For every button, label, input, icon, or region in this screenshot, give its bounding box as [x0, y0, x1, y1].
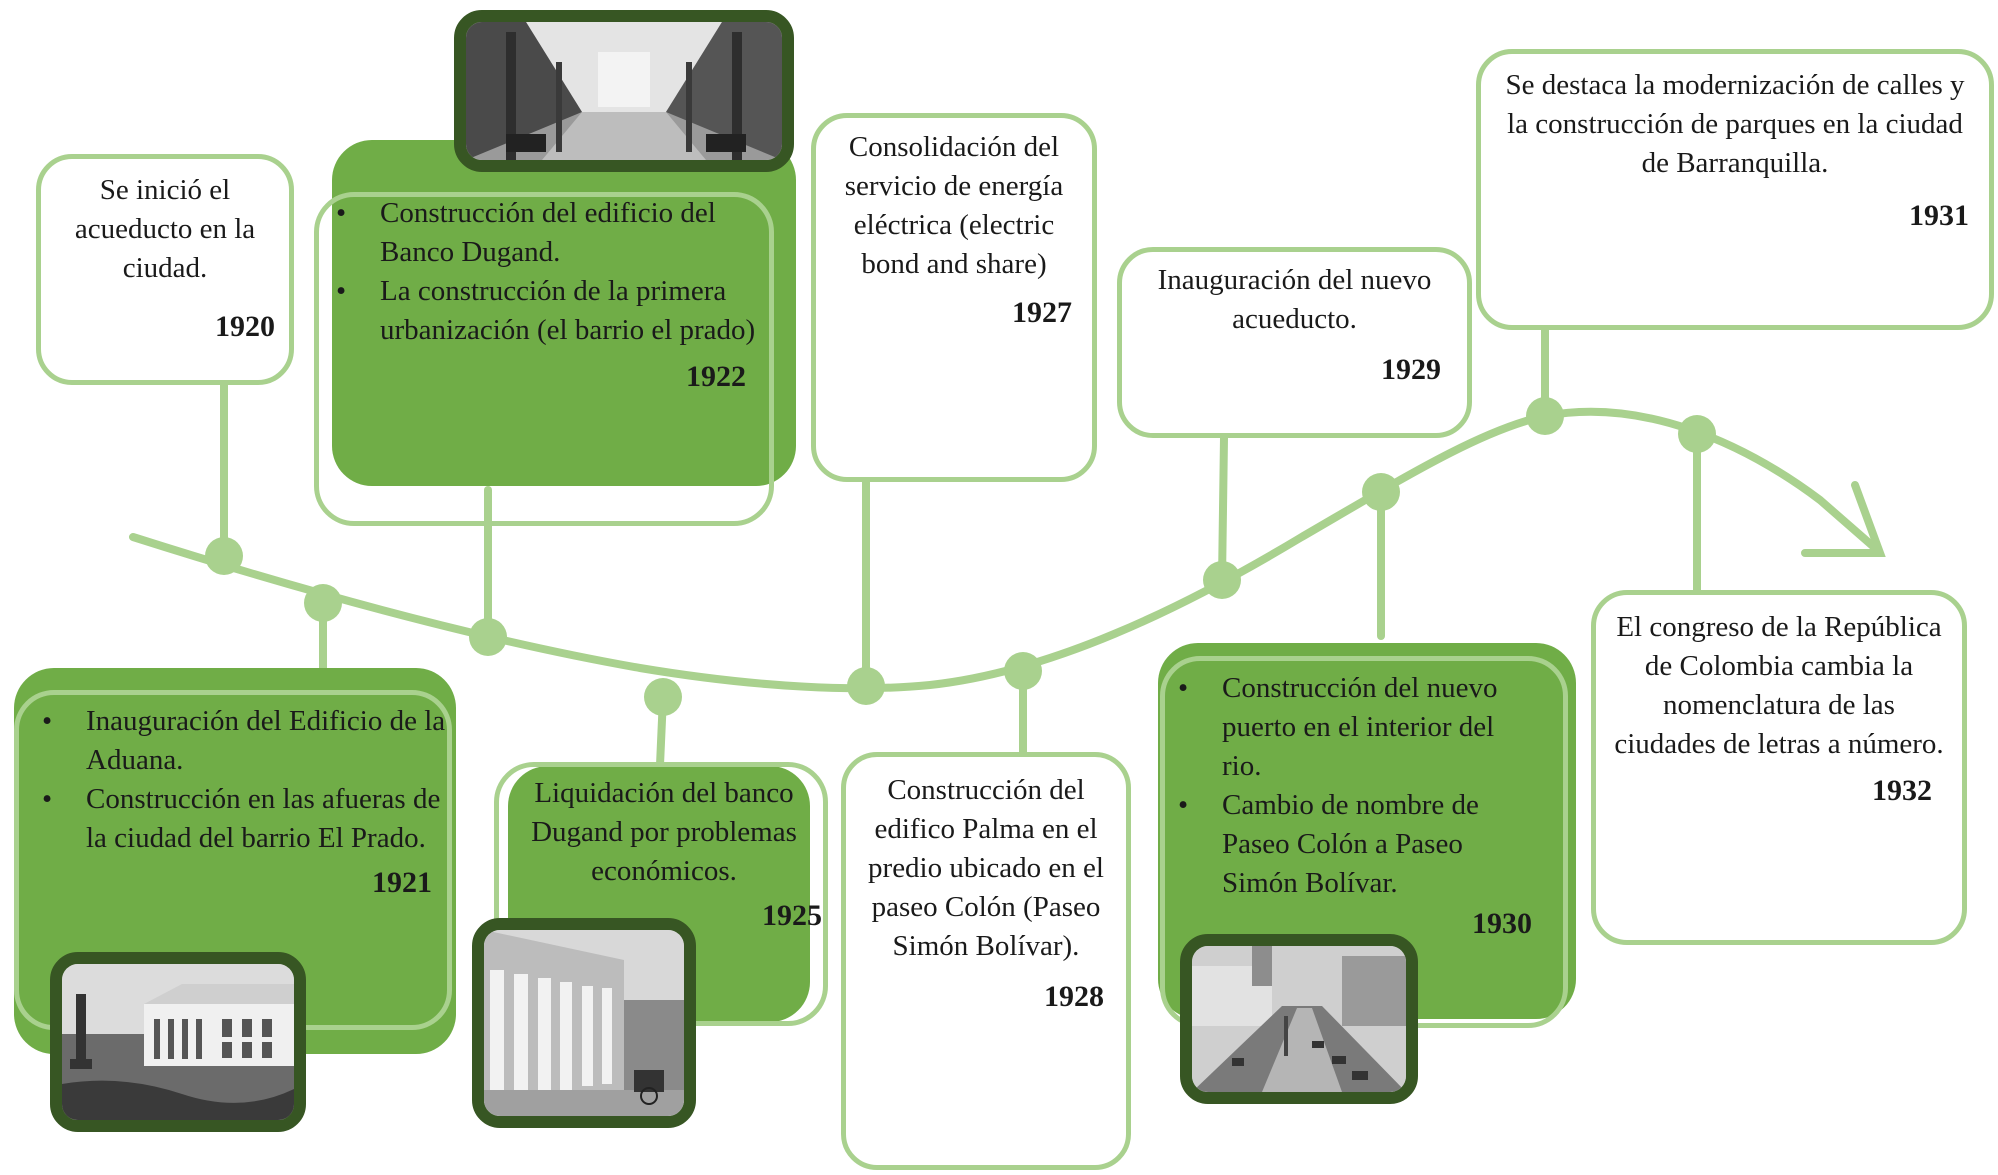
event-box-1931: Se destaca la modernización de calles y … [1476, 49, 1994, 330]
event-box-1929: Inauguración del nuevo acueducto. 1929 [1117, 247, 1472, 438]
event-item-1922-1: Construcción del edificio del Banco Duga… [336, 194, 760, 272]
event-text-1925: Liquidación del banco Dugand por problem… [531, 777, 797, 887]
timeline-arrowhead [1801, 481, 1886, 557]
event-year-1930: 1930 [1472, 907, 1532, 940]
event-year-1932: 1932 [1872, 774, 1932, 807]
event-year-1927: 1927 [1012, 296, 1072, 329]
event-list-1930: Construcción del nuevo puerto en el inte… [1172, 669, 1532, 903]
event-box-1922: Construcción del edificio del Banco Duga… [330, 194, 760, 394]
timeline-curve [129, 407, 1879, 693]
event-box-1932: El congreso de la República de Colombia … [1591, 590, 1967, 945]
event-text-1920: Se inició el acueducto en la ciudad. [74, 174, 256, 284]
event-list-1921: Inauguración del Edificio de la Aduana. … [36, 702, 446, 858]
event-year-1922: 1922 [686, 360, 746, 393]
paseo-street-photo [1180, 934, 1418, 1104]
event-text-1932: El congreso de la República de Colombia … [1614, 611, 1944, 760]
dot-1928 [1004, 652, 1042, 690]
event-year-1931: 1931 [1909, 199, 1969, 232]
event-text-1928: Construcción del edifico Palma en el pre… [868, 774, 1104, 962]
dot-1920 [205, 537, 243, 575]
event-year-1925: 1925 [762, 899, 822, 932]
event-box-1927: Consolidación del servicio de energía el… [811, 113, 1097, 482]
event-text-1927: Consolidación del servicio de energía el… [844, 131, 1064, 280]
dot-1930 [1362, 473, 1400, 511]
event-box-1928: Construcción del edifico Palma en el pre… [841, 752, 1131, 1170]
connector-1929 [1218, 434, 1228, 584]
dot-1929 [1203, 561, 1241, 599]
event-box-1925: Liquidación del banco Dugand por problem… [506, 774, 822, 933]
event-box-1930: Construcción del nuevo puerto en el inte… [1172, 669, 1532, 941]
event-box-1921: Inauguración del Edificio de la Aduana. … [36, 702, 446, 900]
dot-1932 [1678, 415, 1716, 453]
event-text-1931: Se destaca la modernización de calles y … [1505, 69, 1965, 179]
event-year-1928: 1928 [1044, 980, 1104, 1013]
event-year-1920: 1920 [215, 310, 275, 343]
dot-1921 [304, 584, 342, 622]
bank-interior-photo [454, 10, 794, 172]
dot-1922 [469, 618, 507, 656]
dot-1931 [1526, 397, 1564, 435]
event-list-1922: Construcción del edificio del Banco Duga… [330, 194, 760, 350]
event-year-1921: 1921 [372, 866, 432, 899]
event-item-1930-2: Cambio de nombre de Paseo Colón a Paseo … [1178, 786, 1532, 903]
event-item-1930-1: Construcción del nuevo puerto en el inte… [1178, 669, 1532, 786]
dot-1927 [847, 667, 885, 705]
event-text-1929: Inauguración del nuevo acueducto. [1157, 264, 1432, 335]
event-item-1921-1: Inauguración del Edificio de la Aduana. [42, 702, 446, 780]
dot-1925 [644, 678, 682, 716]
event-item-1921-2: Construcción en las afueras de la ciudad… [42, 780, 446, 858]
event-year-1929: 1929 [1381, 353, 1441, 386]
event-item-1922-2: La construcción de la primera urbanizaci… [336, 272, 760, 350]
customs-building-photo [50, 952, 306, 1132]
event-box-1920: Se inició el acueducto en la ciudad. 192… [36, 154, 294, 385]
bank-exterior-photo [472, 918, 696, 1128]
